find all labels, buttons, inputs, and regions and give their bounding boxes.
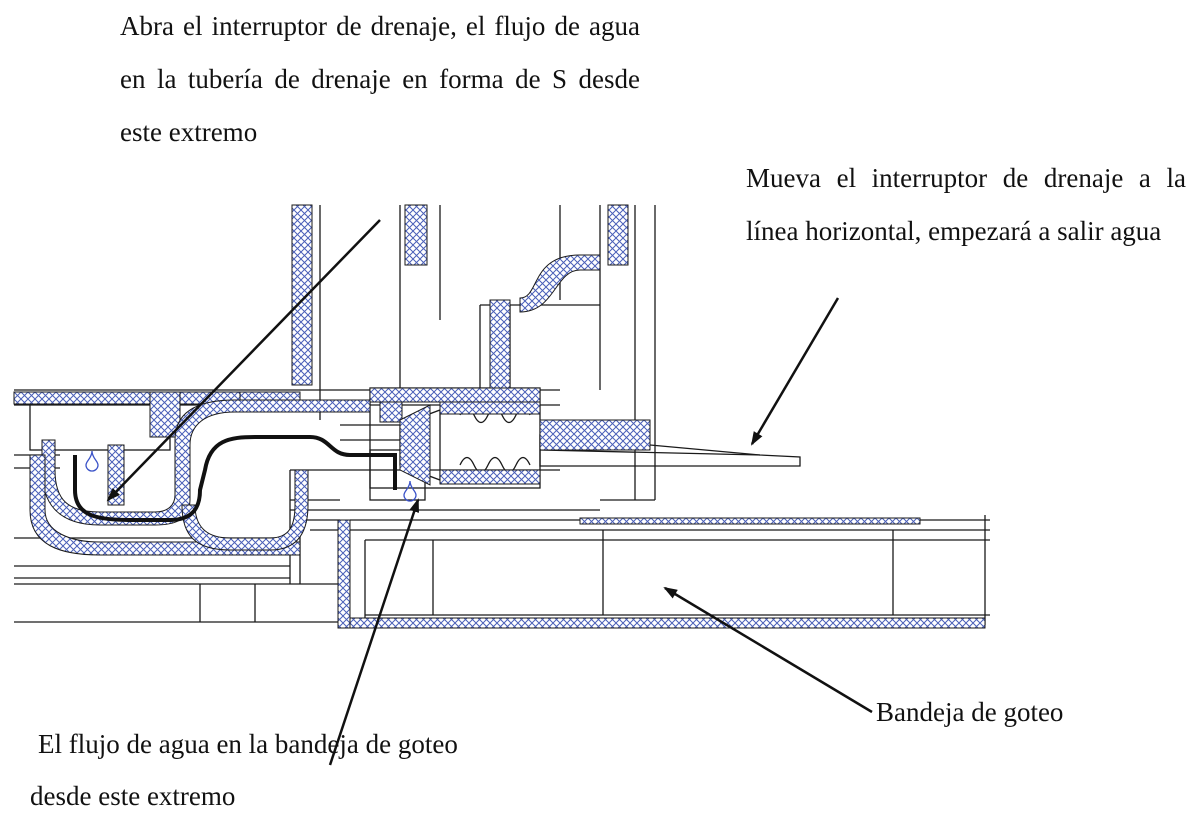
annotation-drip-tray-outlet-line2: desde este extremo — [30, 781, 236, 811]
callout-arrows — [106, 219, 873, 766]
annotation-drip-tray: Bandeja de goteo — [876, 697, 1064, 727]
water-drop-icon — [85, 450, 99, 472]
s-drain-water-path — [73, 435, 397, 522]
annotation-s-drain: Abra el interruptor de drenaje, el flujo… — [120, 11, 640, 147]
arrow-to-drain-switch — [750, 297, 840, 446]
water-drop-icon — [403, 480, 417, 502]
annotation-drip-tray-outlet-line1: El flujo de agua en la bandeja de goteo — [38, 729, 458, 759]
annotation-drain-switch: Mueva el interruptor de drenaje a la lín… — [746, 163, 1186, 246]
arrow-to-drip-tray-outlet — [328, 498, 420, 766]
arrow-to-s-drain — [106, 219, 381, 502]
annotation-drip-tray-outlet: El flujo de agua en la bandeja de goteo … — [30, 718, 658, 820]
hatched-walls — [13, 204, 986, 629]
arrow-to-drip-tray — [663, 586, 873, 714]
